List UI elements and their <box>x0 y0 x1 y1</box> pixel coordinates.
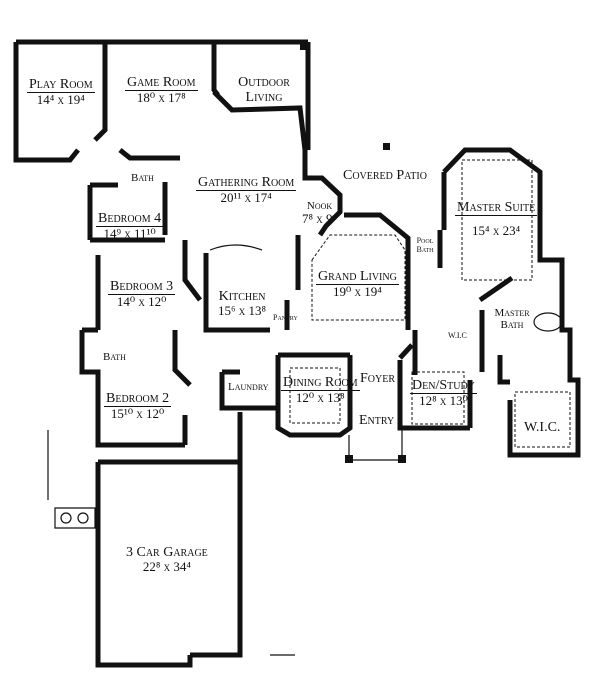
room-name: Nook <box>306 200 333 212</box>
room-master-suite: Master Suite 15⁴ x 23⁴ <box>455 200 538 239</box>
room-dims: 20¹¹ x 17⁴ <box>220 190 272 206</box>
label-text: Laundry <box>228 381 269 393</box>
label-text: W.I.C <box>448 331 467 340</box>
label-bath-upper: Bath <box>131 172 154 184</box>
room-name: Dining Room <box>281 375 360 392</box>
room-dims: 15¹⁰ x 12⁰ <box>110 406 165 422</box>
garage-hvac <box>54 507 96 529</box>
label-entry: Entry <box>359 413 394 428</box>
room-name: Master Suite <box>455 200 538 217</box>
wall-patio <box>302 150 411 280</box>
label-wic-small: W.I.C <box>448 331 467 341</box>
room-name: Bedroom 4 <box>96 211 164 228</box>
room-dims: 18⁰ x 17⁸ <box>136 90 186 106</box>
room-dims: 7⁸ x 9⁴ <box>302 211 338 227</box>
room-name: Bedroom 3 <box>108 279 176 296</box>
wall-garage <box>95 412 243 668</box>
hvac-unit <box>77 512 89 524</box>
label-text: Pantry <box>273 313 298 322</box>
wall-play-game <box>13 39 308 163</box>
room-play-room: Play Room 14⁴ x 19⁴ <box>27 77 95 108</box>
room-gathering-room: Gathering Room 20¹¹ x 17⁴ <box>196 175 297 206</box>
room-dims: 15⁴ x 23⁴ <box>472 223 521 239</box>
wall-bedroom4 <box>87 182 168 243</box>
room-name: Bedroom 2 <box>104 391 172 408</box>
post <box>383 143 390 150</box>
label-foyer: Foyer <box>360 371 395 386</box>
room-den-study: Den/Study 12⁸ x 13⁰ <box>410 378 477 409</box>
label-master-bath: Master Bath <box>492 307 532 331</box>
room-3-car-garage: 3 Car Garage 22⁸ x 34⁴ <box>126 545 208 575</box>
wall-laundry <box>219 369 278 411</box>
room-dims: 22⁸ x 34⁴ <box>142 559 191 575</box>
label-text: Master Bath <box>494 307 530 332</box>
room-outdoor-living: Outdoor Living <box>234 75 294 106</box>
label-wic-large: W.I.C. <box>524 420 560 435</box>
bathtub <box>533 312 563 332</box>
wall-masterbath <box>478 275 514 385</box>
wall-left-wing <box>79 255 185 448</box>
label-text: Bath <box>131 172 154 184</box>
room-nook: Nook 7⁸ x 9⁴ <box>302 200 337 226</box>
room-dims: 19⁰ x 19⁴ <box>333 284 382 300</box>
room-dining-room: Dining Room 12⁰ x 13⁸ <box>281 375 360 406</box>
label-text: Entry <box>359 413 395 428</box>
room-name: Kitchen <box>218 289 266 304</box>
room-name: Den/Study <box>410 378 477 395</box>
entry-portico <box>348 428 403 461</box>
wall-outdoor <box>212 42 311 151</box>
room-dims: 14⁹ x 11¹⁰ <box>103 226 156 242</box>
room-name: Grand Living <box>316 269 399 286</box>
post <box>300 42 308 50</box>
label-bath-lower: Bath <box>103 351 126 363</box>
room-name: Outdoor Living <box>238 75 290 106</box>
room-dims: 14⁴ x 19⁴ <box>36 92 85 108</box>
room-dims: 14⁰ x 12⁰ <box>116 294 167 310</box>
room-name: Play Room <box>27 77 95 94</box>
label-laundry: Laundry <box>228 381 269 393</box>
room-name: Gathering Room <box>196 175 297 192</box>
label-pool-bath: Pool Bath <box>414 236 436 255</box>
wall-dining <box>275 352 353 438</box>
wall-kitchen <box>203 253 290 333</box>
wic-tray <box>514 391 571 448</box>
room-bedroom-2: Bedroom 2 15¹⁰ x 12⁰ <box>104 391 172 422</box>
left-fence <box>47 430 295 656</box>
kitchen-bar <box>209 244 263 251</box>
room-name: Game Room <box>125 75 198 92</box>
master-suite-tray <box>461 159 533 281</box>
den-tray <box>411 371 465 425</box>
label-text: Foyer <box>360 371 396 386</box>
label-text: W.I.C. <box>524 420 561 435</box>
room-dims: 15⁶ x 13⁸ <box>218 303 267 319</box>
room-game-room: Game Room 18⁰ x 17⁸ <box>125 75 198 106</box>
room-name: 3 Car Garage <box>126 545 208 560</box>
wall-grand <box>295 235 418 375</box>
label-pantry: Pantry <box>273 313 298 323</box>
wall-mid <box>172 240 202 445</box>
hvac-unit <box>60 512 72 524</box>
wall-den <box>397 343 473 431</box>
dining-tray <box>289 367 341 424</box>
label-text: Bath <box>103 351 126 363</box>
room-name: Covered Patio <box>343 168 427 183</box>
room-dims: 12⁸ x 13⁰ <box>419 393 468 409</box>
wall-master <box>437 147 581 458</box>
label-text: Pool Bath <box>416 236 434 254</box>
room-dims: 12⁰ x 13⁸ <box>295 390 345 406</box>
room-grand-living: Grand Living 19⁰ x 19⁴ <box>316 269 399 300</box>
room-bedroom-3: Bedroom 3 14⁰ x 12⁰ <box>108 279 176 310</box>
grand-living-tray <box>311 234 406 321</box>
room-kitchen: Kitchen 15⁶ x 13⁸ <box>218 289 266 319</box>
room-bedroom-4: Bedroom 4 14⁹ x 11¹⁰ <box>96 211 164 242</box>
room-covered-patio: Covered Patio <box>343 168 427 183</box>
